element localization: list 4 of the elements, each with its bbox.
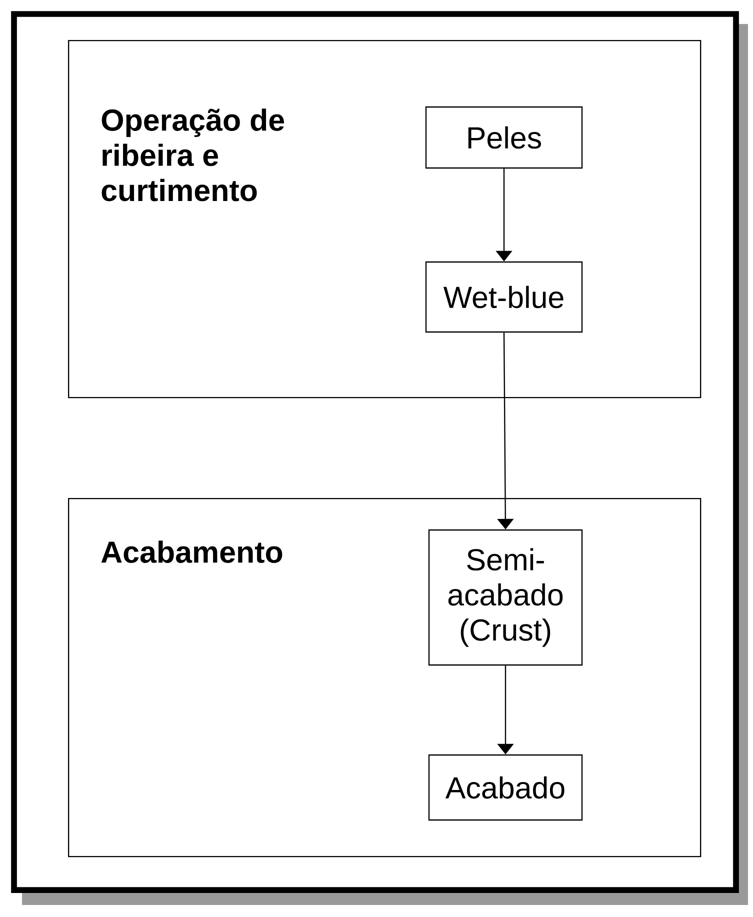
process-box: Peles: [425, 106, 583, 169]
process-box: Acabado: [428, 754, 583, 821]
process-box: Semi-acabado (Crust): [428, 529, 583, 666]
process-box: Wet-blue: [425, 261, 583, 333]
